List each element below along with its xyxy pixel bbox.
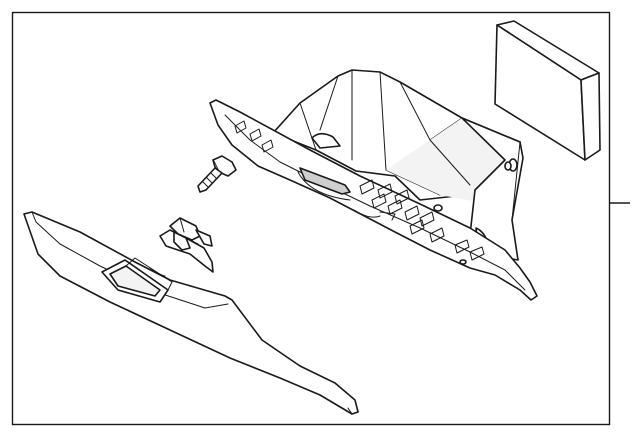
glove-box-bin: [209, 69, 538, 301]
mounting-screw: [197, 155, 237, 193]
filter-pad: [494, 20, 601, 161]
retaining-clip: [159, 217, 214, 273]
glove-box-door: [23, 211, 359, 415]
